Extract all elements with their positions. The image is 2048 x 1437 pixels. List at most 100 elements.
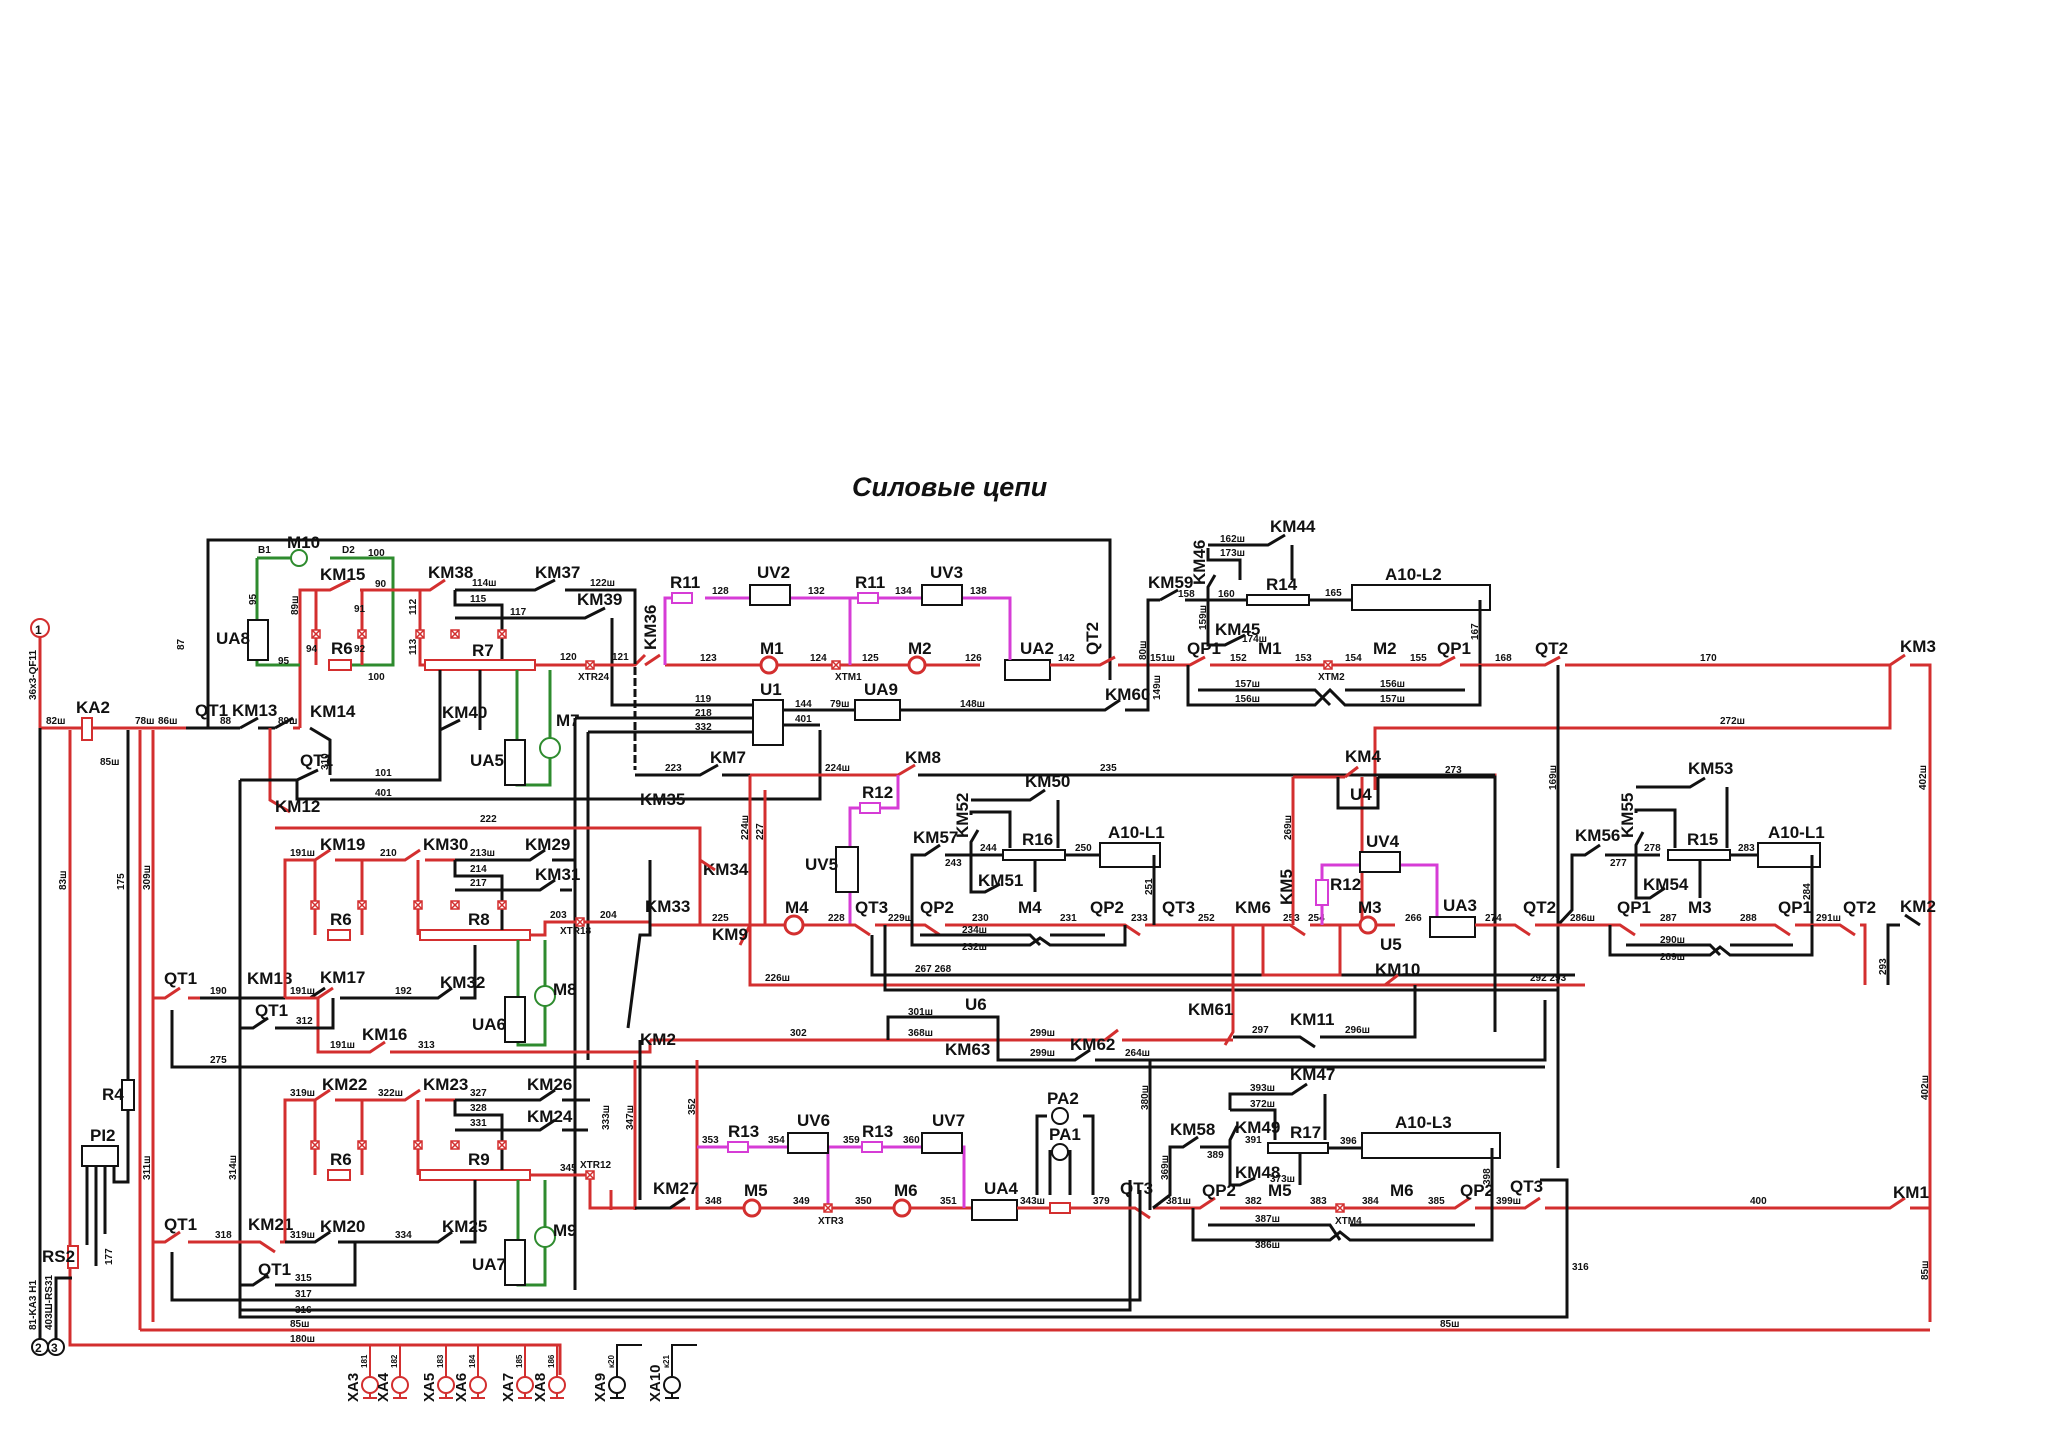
- a10-l2-inductor-block: [1351, 584, 1491, 611]
- socket-base: [550, 1393, 564, 1399]
- r11-label-a: R11: [670, 573, 700, 592]
- r13-resistor-a: [727, 1141, 749, 1153]
- field-regulation-top: KM59 158 KM46 KM45 162ш 173ш 174ш 160 15…: [1148, 517, 1936, 1322]
- a10-l1-inductor-block-a: [1099, 842, 1161, 868]
- wire-275: [170, 1010, 1545, 1069]
- wire-386-label: 386ш: [1255, 1240, 1280, 1251]
- km14-contact: [309, 726, 332, 775]
- qp2-cross-wires: [910, 925, 1127, 947]
- wire-289-label: 289ш: [1660, 952, 1685, 963]
- a10-l3-label: A10-L3: [1395, 1113, 1452, 1132]
- socket-base: [665, 1393, 679, 1399]
- wire-192-km32: [340, 945, 477, 1000]
- transfer-point-marker: [357, 1140, 367, 1150]
- wire-369-label: 369ш: [1160, 1155, 1171, 1180]
- socket-icon: [516, 1376, 534, 1394]
- wire-134-label: 134: [895, 586, 912, 597]
- qt2-top-label: QT2: [1083, 622, 1102, 655]
- m8-motor-icon: [534, 985, 556, 1007]
- u1-wires-down: [573, 718, 590, 1290]
- wire-95-label: 95: [248, 593, 259, 605]
- wire-385-label: 385: [1428, 1196, 1445, 1207]
- wire-352-label: 352: [687, 1098, 698, 1115]
- r12-resistor-a: [859, 802, 881, 814]
- m2-label: M2: [908, 639, 932, 658]
- wire-92-label: 92: [354, 644, 366, 655]
- km16-wire-313: [316, 998, 652, 1054]
- km59-label: KM59: [1148, 573, 1193, 592]
- wire-101: [330, 710, 442, 782]
- qt1-315-contact: [240, 1242, 357, 1287]
- wire-277-label: 277: [1610, 858, 1627, 869]
- socket-wire: [616, 1344, 642, 1378]
- wire-89-up: [298, 588, 320, 728]
- wire-191b-label: 191ш: [330, 1040, 355, 1051]
- r11-resistor-a: [671, 592, 693, 604]
- wire-144-label: 144: [795, 699, 812, 710]
- km12-label: KM12: [275, 797, 320, 816]
- km10-label: KM10: [1375, 960, 1420, 979]
- wire-316-label: 316: [295, 1305, 312, 1316]
- socket-label: XA8: [532, 1373, 549, 1402]
- wire-167-label: 167: [1470, 623, 1481, 640]
- wire-334-label: 334: [395, 1230, 412, 1241]
- wire-383-label: 383: [1310, 1196, 1327, 1207]
- km13-contact: [274, 716, 294, 730]
- wire-165-label: 165: [1325, 588, 1342, 599]
- km24-label: KM24: [527, 1107, 573, 1126]
- m5-m6-group: 333ш 347ш 352 KM27 348 M5 349 XTR3 350 M…: [601, 1060, 1120, 1227]
- wire-170-label: 170: [1700, 653, 1717, 664]
- km49-label: KM49: [1235, 1118, 1280, 1137]
- socket-label: XA9: [592, 1373, 609, 1402]
- km16-label: KM16: [362, 1025, 407, 1044]
- m10-pin-d2: D2: [342, 545, 355, 556]
- wire-315-label: 315: [295, 1273, 312, 1284]
- wire-353-label: 353: [702, 1135, 719, 1146]
- ua5-label: UA5: [470, 751, 504, 770]
- ka2-shunt: [81, 717, 93, 741]
- wire-387-label: 387ш: [1255, 1214, 1280, 1225]
- m4-field-label: M4: [1018, 898, 1042, 917]
- a10-l1-label-a: A10-L1: [1108, 823, 1165, 842]
- wire-226-label: 226ш: [765, 973, 790, 984]
- wire-191t-label: 191ш: [290, 848, 315, 859]
- wire-302-label: 302: [790, 1028, 807, 1039]
- km23-label: KM23: [423, 1075, 468, 1094]
- transfer-point-marker: [450, 629, 460, 639]
- wire-112-113: [418, 590, 425, 667]
- wire-87: [206, 538, 1112, 728]
- km47-48-49-contacts: [1228, 1082, 1327, 1187]
- wire-132-label: 132: [808, 586, 825, 597]
- qt3-mid-right-label: QT3: [1162, 898, 1195, 917]
- wire-283-label: 283: [1738, 843, 1755, 854]
- wire-269-label: 269ш: [1283, 815, 1294, 840]
- transfer-point-marker: [450, 1140, 460, 1150]
- socket-base: [471, 1393, 485, 1399]
- ua9-label: UA9: [864, 680, 898, 699]
- wire-313-label: 313: [418, 1040, 435, 1051]
- ua6-current-sensor: [504, 996, 526, 1043]
- a10-l1-label-b: A10-L1: [1768, 823, 1825, 842]
- km9-contact-wire-226: [738, 924, 1585, 987]
- wire-296-label: 296ш: [1345, 1025, 1370, 1036]
- wire-327-label: 327: [470, 1088, 487, 1099]
- wire-85-vert-label: 85ш: [1920, 1261, 1931, 1280]
- m3-motor-icon: [1358, 915, 1378, 935]
- wire-288-label: 288: [1740, 913, 1757, 924]
- uv4-label: UV4: [1366, 832, 1400, 851]
- km37-label: KM37: [535, 563, 580, 582]
- km8-label: KM8: [905, 748, 941, 767]
- wire-190-label: 190: [210, 986, 227, 997]
- wire-384-label: 384: [1362, 1196, 1379, 1207]
- wire-222-221: [275, 826, 716, 925]
- transfer-point-marker: [831, 660, 841, 670]
- km9-label: KM9: [712, 925, 748, 944]
- wire-157b-label: 157ш: [1380, 694, 1405, 705]
- terminal-2-label: 2: [35, 1341, 42, 1355]
- wire-223-label: 223: [665, 763, 682, 774]
- wire-217-label: 217: [470, 878, 487, 889]
